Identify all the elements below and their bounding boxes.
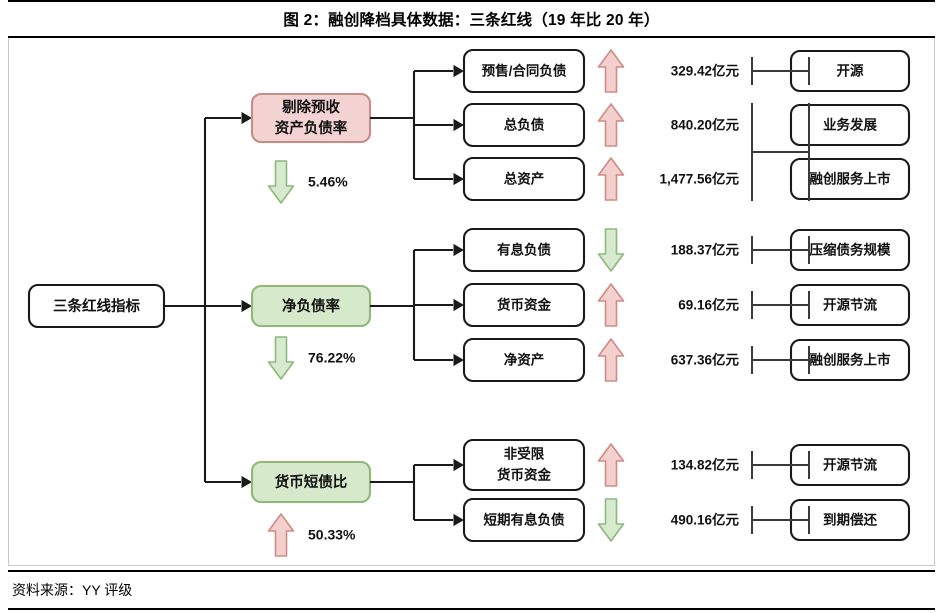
item-change-arrow-up — [597, 49, 625, 93]
item-change-arrow-down — [597, 498, 625, 542]
item-branch-arrowhead — [453, 118, 464, 132]
item-node[interactable] — [462, 282, 586, 328]
indicator-branch-arrowhead — [241, 475, 252, 489]
indicator-change-value: 76.22% — [308, 350, 356, 366]
item-value: 490.16亿元 — [671, 512, 740, 528]
item-change-arrow-up — [597, 338, 625, 382]
outcome-label: 压缩债务规模 — [810, 242, 891, 258]
item-node[interactable] — [462, 102, 586, 148]
item-branch-arrowhead — [453, 513, 464, 527]
item-change-arrow-up — [597, 157, 625, 201]
item-change-arrow-up — [597, 443, 625, 487]
figure-title-bar: 图 2：融创降档具体数据：三条红线（19 年比 20 年） — [8, 0, 935, 38]
indicator-branch-arrowhead — [241, 111, 252, 125]
item-value: 329.42亿元 — [671, 63, 740, 79]
item-label-line2: 货币资金 — [496, 467, 551, 483]
figure-source-bar: 资料来源：YY 评级 — [8, 570, 935, 610]
outcome-node[interactable] — [789, 103, 911, 147]
outcome-label: 开源 — [837, 63, 865, 79]
item-change-arrow-up — [597, 103, 625, 147]
indicator-change-arrow-down — [267, 160, 295, 204]
indicator-change-arrow-down — [267, 336, 295, 380]
indicator-change-value: 5.46% — [308, 174, 348, 190]
item-change-arrow-up — [597, 283, 625, 327]
indicator-label-line1: 货币短债比 — [275, 473, 348, 491]
item-branch-arrowhead — [453, 172, 464, 186]
item-change-arrow-down — [597, 228, 625, 272]
indicator-label-line1: 净负债率 — [282, 297, 340, 315]
item-node[interactable] — [462, 48, 586, 94]
item-value: 134.82亿元 — [671, 457, 740, 473]
item-value: 840.20亿元 — [671, 117, 740, 133]
item-value: 637.36亿元 — [671, 352, 740, 368]
item-label-line1: 非受限 — [504, 446, 545, 462]
item-label-line1: 总负债 — [504, 117, 545, 133]
item-branch-arrowhead — [453, 64, 464, 78]
item-label-line1: 货币资金 — [496, 297, 551, 313]
item-label-line1: 总资产 — [504, 171, 545, 187]
indicator-change-arrow-up — [267, 513, 295, 557]
outcome-label: 开源节流 — [823, 457, 877, 473]
source-text: 资料来源：YY 评级 — [12, 582, 133, 598]
indicator-change-value: 50.33% — [308, 527, 356, 543]
item-node[interactable] — [462, 497, 586, 543]
item-value: 188.37亿元 — [671, 242, 740, 258]
indicator-label-line2: 资产负债率 — [275, 119, 348, 137]
outcome-label: 业务发展 — [823, 117, 877, 133]
item-value: 69.16亿元 — [678, 297, 739, 313]
page-title: 图 2：融创降档具体数据：三条红线（19 年比 20 年） — [283, 12, 660, 29]
item-branch-arrowhead — [453, 243, 464, 257]
figure-frame: 三条红线指标 剔除预收资产负债率 5.46% 预售/合同负债 329.42亿元 开源总负债… — [8, 38, 935, 566]
outcome-label: 融创服务上市 — [810, 171, 891, 187]
outcome-label: 到期偿还 — [823, 512, 877, 528]
item-node[interactable] — [462, 337, 586, 383]
outcome-label: 融创服务上市 — [810, 352, 891, 368]
item-node[interactable] — [462, 156, 586, 202]
outcome-label: 开源节流 — [823, 297, 877, 313]
item-node[interactable] — [462, 227, 586, 273]
item-branch-arrowhead — [453, 298, 464, 312]
item-branch-arrowhead — [453, 458, 464, 472]
indicator-label-line1: 剔除预收 — [281, 98, 340, 116]
item-label-line1: 净资产 — [504, 352, 545, 368]
item-label-line1: 预售/合同负债 — [482, 63, 567, 79]
indicator-branch-arrowhead — [241, 299, 252, 313]
item-label-line1: 有息负债 — [497, 242, 551, 258]
item-node[interactable] — [462, 438, 586, 492]
item-label-line1: 短期有息负债 — [484, 512, 565, 528]
root-node-label: 三条红线指标 — [53, 297, 140, 315]
item-value: 1,477.56亿元 — [659, 171, 739, 187]
item-branch-arrowhead — [453, 353, 464, 367]
outcome-node[interactable] — [789, 157, 911, 201]
